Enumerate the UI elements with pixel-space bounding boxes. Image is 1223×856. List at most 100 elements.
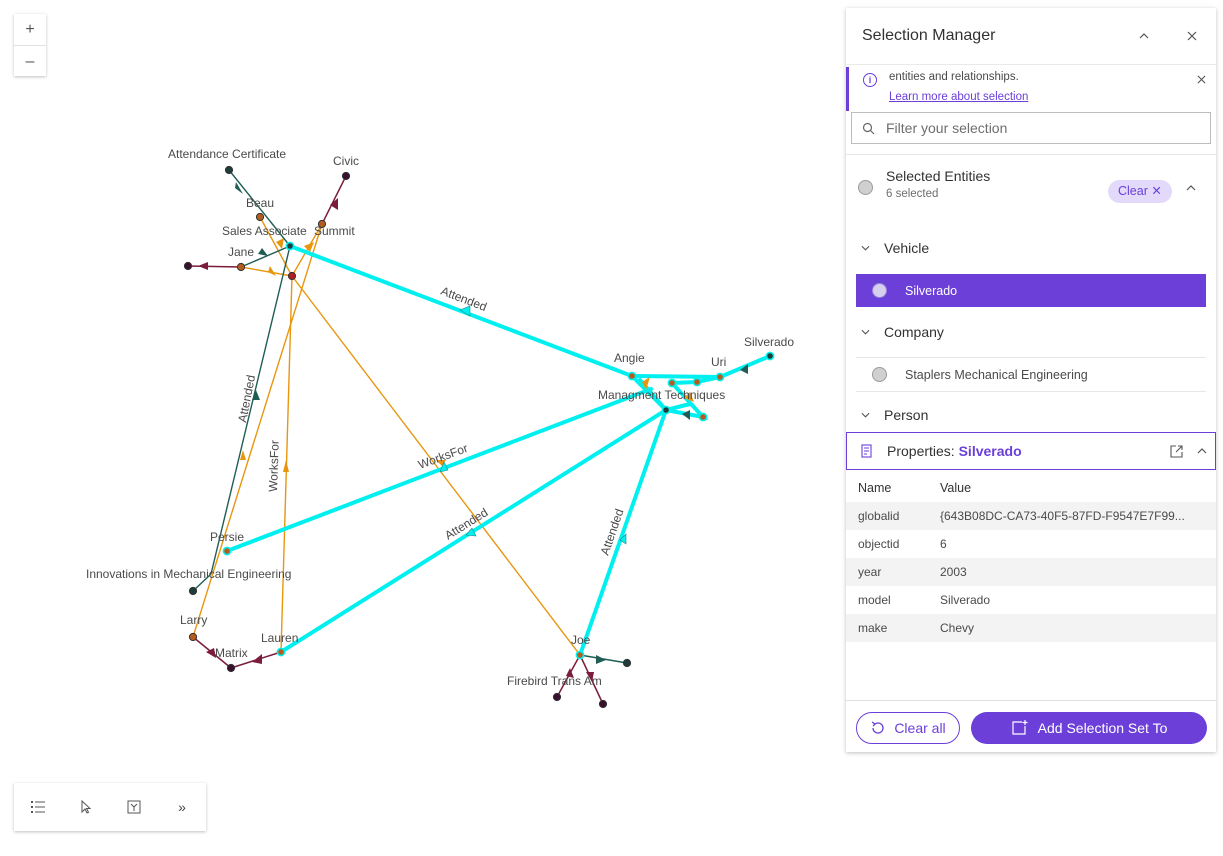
clear-all-label: Clear all [894, 720, 946, 736]
node-label: Silverado [744, 335, 794, 349]
panel-header: Selection Manager [846, 8, 1216, 65]
table-row: make Chevy [846, 614, 1216, 642]
property-value: 2003 [939, 558, 1216, 586]
node-label: Uri [711, 355, 726, 369]
expand-icon[interactable]: » [178, 799, 186, 815]
node-label: Beau [246, 196, 274, 210]
table-row: year 2003 [846, 558, 1216, 586]
add-set-icon [1012, 720, 1028, 735]
node-label: Civic [333, 154, 359, 168]
add-selection-set-button[interactable]: Add Selection Set To [971, 712, 1207, 744]
selection-manager-panel: Selection Manager i entities and relatio… [846, 8, 1216, 752]
column-header-value: Value [940, 481, 972, 495]
selected-edge [630, 374, 722, 379]
close-icon [1187, 31, 1197, 41]
edge-attended [228, 169, 291, 247]
edge-attended [192, 573, 212, 592]
add-selection-label: Add Selection Set To [1037, 720, 1168, 736]
panel-footer: Clear all Add Selection Set To [846, 700, 1216, 752]
node-label: Larry [180, 613, 207, 627]
properties-prefix: Properties: [887, 443, 955, 459]
divider [856, 391, 1206, 392]
property-name: model [858, 593, 891, 607]
pointer-icon[interactable] [62, 783, 110, 831]
node-label: Firebird Trans Am [507, 674, 602, 688]
selected-entities-title: Selected Entities [886, 168, 991, 184]
table-header-row: Name Value [846, 474, 1216, 502]
property-value: 6 [940, 537, 947, 551]
clear-all-button[interactable]: Clear all [856, 712, 960, 744]
learn-more-link[interactable]: Learn more about selection [889, 91, 1029, 103]
close-icon: ✕ [1151, 184, 1162, 198]
edge-worksfor [259, 216, 293, 277]
node-label: Matrix [215, 646, 248, 660]
chevron-down-icon [846, 242, 884, 254]
node-label: Summit [314, 224, 355, 238]
chevron-down-icon [846, 409, 884, 421]
group-person[interactable]: Person [846, 400, 1216, 430]
node-label: Joe [571, 633, 591, 647]
item-radio[interactable] [872, 283, 887, 298]
close-panel-button[interactable] [1168, 8, 1216, 64]
filter-input[interactable] [884, 119, 1210, 137]
property-value: Silverado [940, 593, 991, 607]
node-label: Managment Techniques [598, 388, 725, 402]
edge-worksfor [291, 275, 581, 656]
close-icon [1197, 75, 1206, 84]
clear-chip[interactable]: Clear ✕ [1108, 180, 1172, 203]
edge-attended [240, 245, 291, 268]
collapse-panel-button[interactable] [1120, 8, 1168, 64]
chevron-up-icon[interactable] [1189, 448, 1215, 454]
edge-worksfor [291, 223, 323, 277]
edge-label: WorksFor [266, 440, 282, 492]
zoom-out-button[interactable]: – [14, 45, 46, 77]
clear-chip-label: Clear [1118, 184, 1148, 198]
node-label: Attendance Certificate [168, 147, 286, 161]
table-row: objectid 6 [846, 530, 1216, 558]
property-name: make [846, 614, 939, 642]
selected-edge [288, 244, 634, 378]
edge-worksfor [192, 223, 323, 638]
filter-field [851, 112, 1211, 144]
chevron-up-icon[interactable] [1186, 180, 1196, 194]
node-label: Jane [228, 245, 254, 259]
notice-text: entities and relationships. [889, 71, 1019, 83]
layout-icon[interactable] [110, 783, 158, 831]
open-external-icon[interactable] [1163, 444, 1189, 458]
list-item-staplers[interactable]: Staplers Mechanical Engineering [856, 358, 1206, 391]
selection-notice: i entities and relationships. Learn more… [846, 67, 1216, 111]
zoom-in-button[interactable]: + [25, 21, 35, 38]
search-icon [852, 122, 884, 135]
selected-edge [578, 408, 668, 657]
item-radio[interactable] [872, 367, 887, 382]
property-value: Chevy [939, 614, 1216, 642]
table-row: globalid {643B08DC-CA73-40F5-87FD-F9547E… [846, 502, 1216, 530]
reset-icon [871, 721, 884, 734]
property-name: globalid [846, 502, 939, 530]
dismiss-notice-button[interactable] [1197, 71, 1206, 87]
group-vehicle[interactable]: Vehicle [846, 233, 1216, 263]
node-label: Persie [210, 530, 244, 544]
list-icon[interactable] [14, 783, 62, 831]
select-all-radio[interactable] [858, 180, 873, 195]
selected-edge [225, 387, 653, 553]
divider [856, 357, 1206, 358]
node-label: Angie [614, 351, 645, 365]
info-icon: i [863, 73, 877, 87]
edge-attended [210, 245, 291, 575]
table-row: model Silverado [846, 586, 1216, 614]
properties-table: Name Value globalid {643B08DC-CA73-40F5-… [846, 474, 1216, 642]
column-header-name: Name [858, 481, 892, 495]
divider [846, 154, 1216, 155]
list-item-label: Silverado [905, 283, 958, 298]
property-value: {643B08DC-CA73-40F5-87FD-F9547E7F99... [939, 502, 1216, 530]
properties-header: Properties: Silverado [846, 432, 1216, 470]
list-item-silverado[interactable]: Silverado [856, 274, 1206, 307]
chevron-up-icon [1139, 33, 1149, 39]
list-item-label: Staplers Mechanical Engineering [905, 367, 1088, 382]
group-company[interactable]: Company [846, 317, 1216, 347]
zoom-control: + – [14, 14, 46, 76]
edge-owns [321, 175, 347, 225]
property-name: objectid [858, 537, 900, 551]
link-chart-canvas[interactable]: Attendance Certificate Civic Beau Sales … [0, 0, 845, 856]
